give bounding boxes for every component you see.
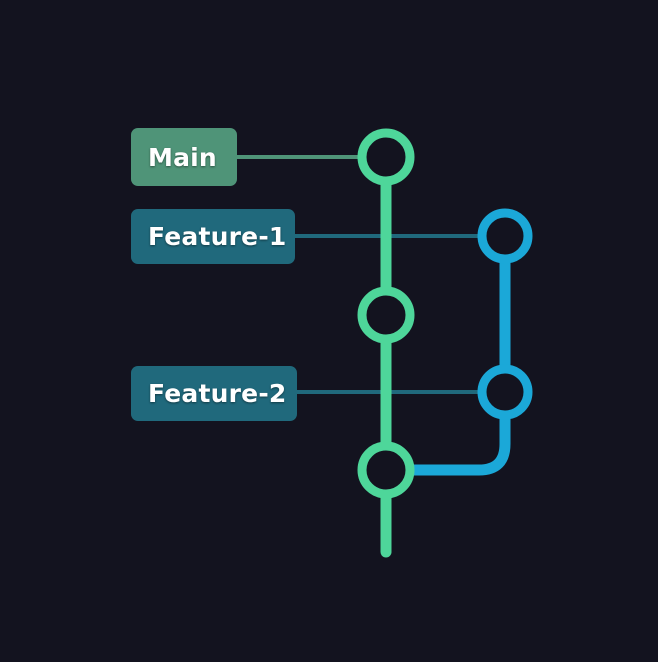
feature-commit-node-2[interactable] (477, 364, 533, 420)
branch-badge-feature-1-label: Feature-1 (148, 222, 287, 251)
branch-badge-feature-1[interactable]: Feature-1 (131, 209, 295, 264)
main-merge-node[interactable] (357, 441, 415, 499)
main-commit-node-2[interactable] (357, 286, 415, 344)
branch-badge-main-label: Main (148, 142, 217, 172)
branch-badge-feature-2[interactable]: Feature-2 (131, 366, 297, 421)
branch-badge-main[interactable]: Main (131, 128, 237, 186)
branch-badge-feature-2-label: Feature-2 (148, 379, 287, 408)
feature-commit-node-1[interactable] (477, 208, 533, 264)
main-commit-node-1[interactable] (357, 128, 415, 186)
feature-branch-path (412, 236, 511, 476)
